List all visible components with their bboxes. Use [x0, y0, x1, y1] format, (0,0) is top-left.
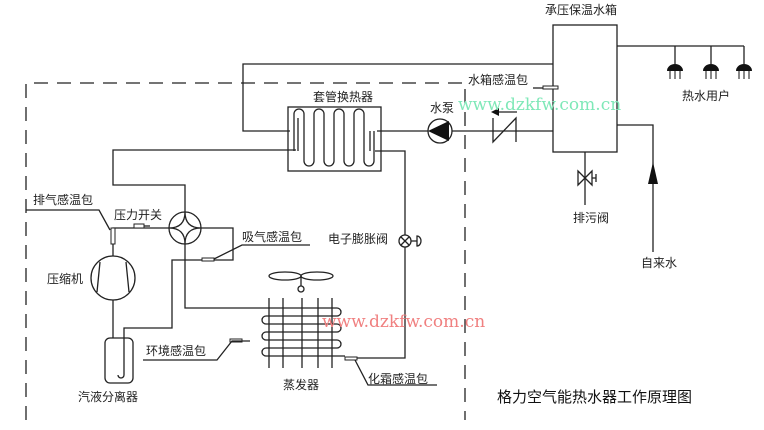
heat-exchanger [287, 106, 382, 172]
diagram-title: 格力空气能热水器工作原理图 [497, 388, 692, 406]
defrost-sensor [344, 356, 358, 361]
evaporator-label: 蒸发器 [283, 377, 319, 392]
hot-water-pipe [617, 45, 745, 64]
pump-label: 水泵 [430, 101, 454, 115]
tank-sensor-label: 水箱感温包 [468, 72, 528, 87]
tank-sensor [542, 85, 559, 90]
tap-water-pipe [617, 124, 654, 252]
suction-sensor [201, 257, 215, 262]
hot-water-users-label: 热水用户 [682, 88, 730, 103]
evaporator-coil [261, 298, 345, 368]
shower-head-icon [667, 64, 752, 79]
discharge-pipe [112, 149, 296, 212]
watermark-green: www.dzkfw.com.cn [458, 95, 621, 115]
ambient-sensor-label: 环境感温包 [146, 343, 206, 358]
tap-water-label: 自来水 [641, 256, 677, 270]
separator-label: 汽液分离器 [78, 389, 138, 404]
discharge-sensor [110, 227, 116, 245]
heat-exchanger-coil [293, 108, 375, 167]
water-tank [552, 24, 618, 153]
compressor-label: 压缩机 [47, 271, 83, 286]
refrigerant-pipe [345, 150, 406, 359]
suction-sensor-label: 吸气感温包 [242, 229, 302, 244]
watermark-red: www.dzkfw.com.cn [322, 312, 485, 332]
drain-valve-label: 排污阀 [573, 211, 609, 225]
pump-icon [427, 118, 453, 144]
pressure-switch [133, 223, 145, 229]
unit-boundary [25, 82, 466, 420]
check-valve-icon [491, 108, 517, 144]
pressure-switch-label: 压力开关 [114, 208, 162, 222]
gas-liquid-separator [104, 337, 134, 384]
expansion-valve-label: 电子膨胀阀 [328, 232, 388, 246]
drain-valve-icon [577, 169, 597, 187]
heat-exchanger-label: 套管换热器 [313, 89, 373, 104]
discharge-sensor-label: 排气感温包 [33, 192, 93, 207]
water-return-pipe [242, 63, 553, 132]
compressor-icon [90, 255, 136, 301]
flow-arrow-icon [648, 162, 658, 184]
defrost-sensor-label: 化霜感温包 [368, 371, 428, 386]
fan-icon [268, 271, 334, 293]
tank-label: 承压保温水箱 [545, 2, 617, 17]
expansion-valve-icon [398, 234, 422, 248]
